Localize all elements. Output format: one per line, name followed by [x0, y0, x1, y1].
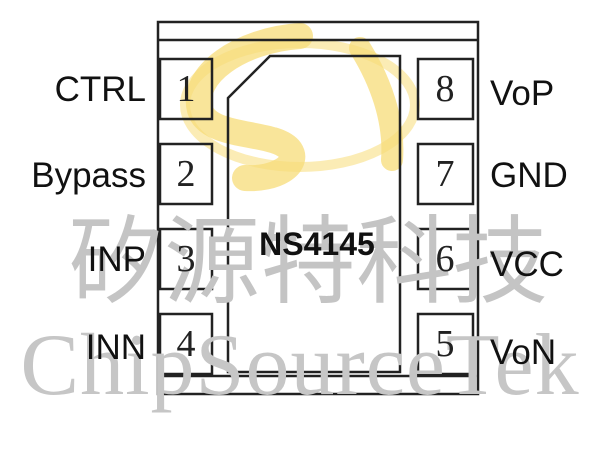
pin-pad-2 [158, 142, 214, 206]
chipsource-logo-watermark [180, 23, 420, 192]
package-outline [156, 20, 480, 396]
pin-number-1: 1 [176, 68, 196, 110]
pin-pad-5 [416, 312, 475, 376]
pin-label-gnd: GND [490, 156, 568, 195]
pin-label-vcc: VCC [490, 245, 564, 284]
pin-pad-1 [158, 57, 214, 121]
watermark-chinese: 矽源特科技 [68, 206, 548, 318]
pin-number-6: 6 [435, 238, 455, 280]
pin-label-inn: INN [85, 328, 146, 367]
watermark-english: ChipSourceTek [20, 317, 580, 414]
pin-label-von: VoN [490, 333, 557, 372]
pin-number-5: 5 [435, 323, 455, 365]
pin-number-8: 8 [435, 68, 455, 110]
pin-number-3: 3 [176, 238, 196, 280]
pin-number-4: 4 [176, 323, 196, 365]
pin-label-inp: INP [87, 240, 146, 279]
pin-pad-6 [416, 227, 475, 291]
die-pad [226, 54, 402, 374]
pin-pad-7 [416, 142, 475, 206]
pin-number-2: 2 [176, 153, 196, 195]
pin-pad-3 [158, 227, 214, 291]
pin-label-ctrl: CTRL [54, 70, 146, 109]
pin-label-vop: VoP [490, 74, 555, 113]
chip-name: NS4145 [259, 226, 375, 262]
pin-pad-8 [416, 57, 475, 121]
pin-number-7: 7 [435, 153, 455, 195]
pin-label-bypass: Bypass [31, 156, 146, 195]
pin-pad-4 [158, 312, 214, 376]
